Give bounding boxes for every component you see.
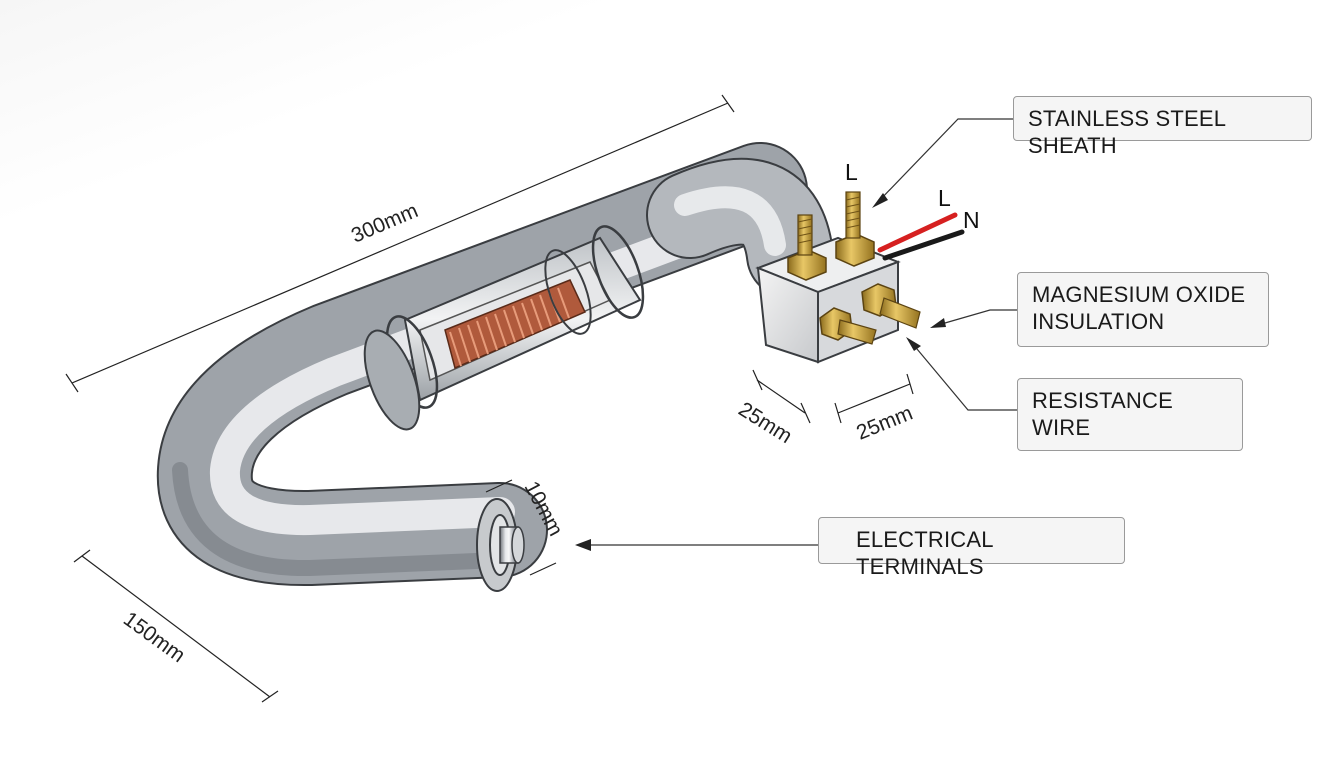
terminal-mark-l2: L: [938, 185, 951, 211]
leader-mgo: [937, 309, 1017, 326]
sheath-highlight: [209, 199, 771, 536]
callout-wire-text: RESISTANCE WIRE: [1032, 388, 1173, 440]
cutaway-ring-mid: [544, 249, 592, 335]
brass-terminal-top-left: [787, 214, 827, 281]
callout-terminals-text: ELECTRICAL TERMINALS: [856, 527, 993, 579]
dimension-300mm: [65, 94, 735, 393]
leader-lines: [582, 118, 1017, 546]
dimension-25mm-depth: [752, 369, 811, 424]
callout-electrical-terminals: ELECTRICAL TERMINALS: [818, 517, 1125, 579]
leader-wire: [911, 342, 1017, 411]
stainless-steel-sheath: [156, 142, 834, 587]
leader-sheath: [877, 118, 1013, 203]
brass-terminal-top-right: [835, 191, 875, 267]
lead-wires: [877, 212, 965, 261]
dimension-10mm: [485, 479, 557, 576]
dimension-label-25mm-width: 25mm: [853, 401, 916, 444]
dimension-label-25mm-depth: 25mm: [734, 398, 796, 448]
callout-resistance-wire: RESISTANCE WIRE: [1017, 378, 1243, 451]
tube-end-fitting: [476, 498, 525, 592]
dimension-150mm: [73, 549, 279, 703]
dimension-25mm-width: [834, 373, 914, 424]
callout-mgo-line2: INSULATION: [1032, 309, 1165, 334]
red-lead-wire: [877, 212, 958, 253]
black-lead-wire: [882, 229, 965, 261]
sheath-collar: [363, 329, 421, 431]
brass-terminal-side-right: [861, 283, 921, 329]
terminal-mark-l1: L: [845, 159, 858, 185]
terminal-mark-n: N: [963, 207, 980, 233]
sheath-shadow: [172, 462, 508, 577]
leader-arrowheads: [575, 193, 946, 551]
cutaway-ring-right: [591, 225, 645, 319]
callout-magnesium-oxide-insulation: MAGNESIUM OXIDE INSULATION: [1017, 272, 1269, 347]
dimension-label-150mm: 150mm: [119, 607, 189, 667]
sheath-body: [158, 144, 806, 585]
brass-terminal-side-left: [819, 307, 877, 345]
callout-mgo-line1: MAGNESIUM OXIDE: [1032, 282, 1246, 307]
callout-stainless-steel-sheath: STAINLESS STEEL SHEATH: [1013, 96, 1312, 158]
sheath-elbow-highlight: [674, 186, 786, 256]
dimension-label-300mm: 300mm: [348, 199, 421, 248]
cutaway-section: [385, 225, 645, 409]
callout-sheath-text: STAINLESS STEEL SHEATH: [1028, 106, 1226, 158]
